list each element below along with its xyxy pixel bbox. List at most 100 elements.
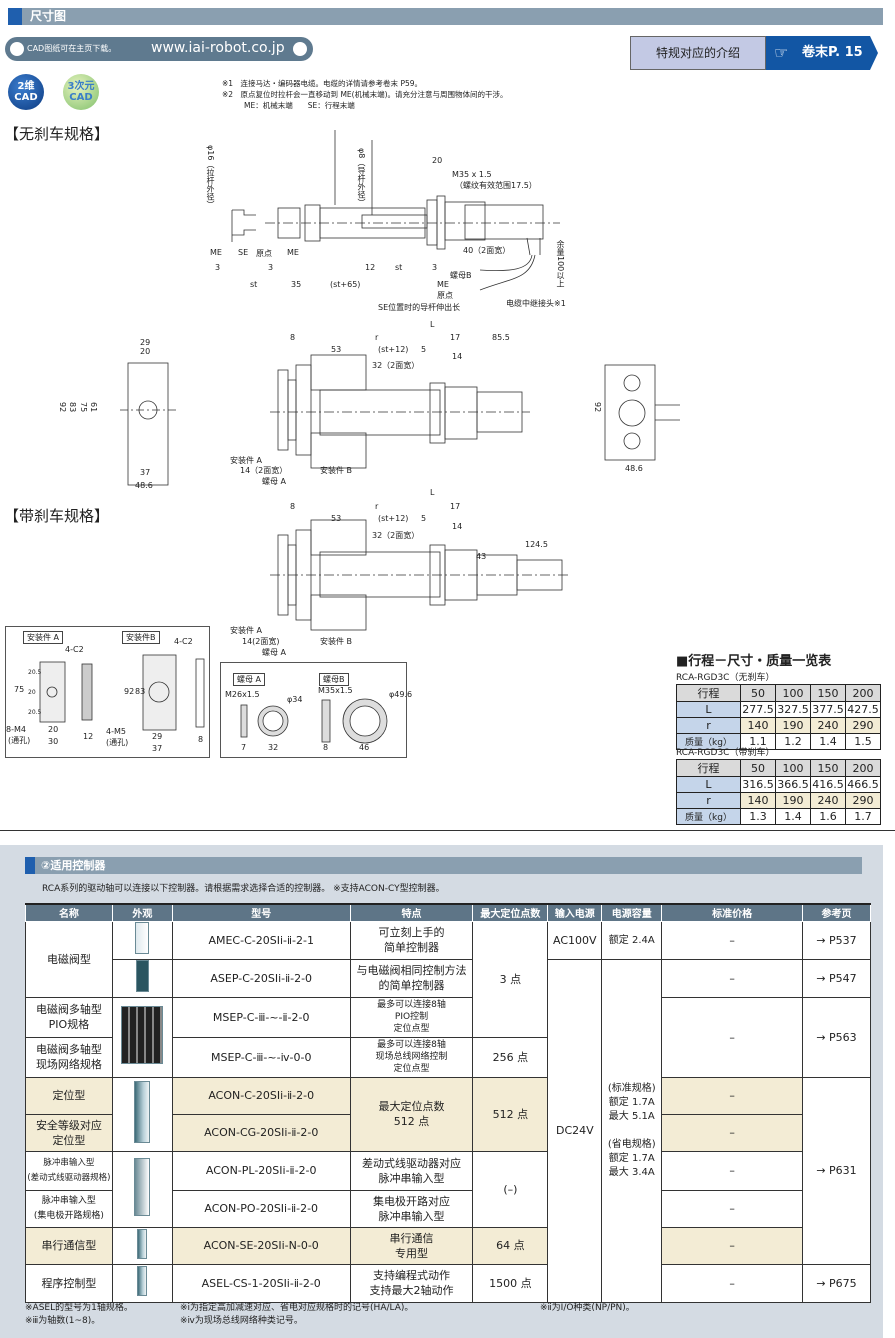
part-label: 安装件 B [320,466,353,475]
dim-label: 92 [58,402,67,413]
model-number: ACON-CG-20SIⅰ-ⅱ-2-0 [171,1113,351,1152]
dim-label: 3 [215,263,221,272]
cell: 190 [775,792,811,809]
model-number: ACON-C-20SIⅰ-ⅱ-2-0 [171,1076,351,1115]
table-row: 电磁阀多轴型 现场网络规格 MSEP-C-ⅲ-~-ⅳ-0-0 最多可以连接8轴 … [25,1036,871,1078]
dim-label: 92 [124,687,135,696]
row-label: r [676,792,741,809]
footnote: ※ⅱ为I/O种类(NP/PN)。 [540,1303,635,1313]
dim-label: st [250,280,258,289]
dim-label: 53 [331,514,342,523]
part-label: 螺母 A [262,648,287,657]
dim-label: 40（2面宽） [463,246,511,255]
note-1: ※1 连接马达・编码器电缆。电缆的详情请参考卷末 P59。 [222,79,423,88]
dim-label: 20.5 [28,709,42,716]
divider [0,830,895,831]
nut-a-tag: 螺母 A [233,673,266,686]
page-ref-link[interactable]: → P675 [802,1263,871,1303]
cell: 200 [845,684,881,702]
pointing-hand-icon: ☞ [774,43,789,62]
page-ref-link[interactable]: → P537 [802,920,871,960]
table-row: 电磁阀型 AMEC-C-20SIⅰ-ⅱ-2-1 可立刻上手的 简单控制器 3 点… [25,920,871,1038]
controller-name: 电磁阀型 [25,920,113,998]
model-number: ASEL-CS-1-20SIⅰ-ⅱ-2-0 [171,1263,351,1303]
product-image [111,1226,173,1265]
col-header: 外观 [111,903,173,922]
nut-details-box: 螺母 A 螺母B M26x1.5 φ34 M35x1.5 φ49.6 7 32 … [220,662,412,758]
page-ref-link[interactable]: → P547 [802,958,871,998]
controller-name: 脉冲串输入型 (差动式线驱动器规格) [25,1150,113,1191]
model-number: MSEP-C-ⅲ-~-ⅳ-0-0 [171,1036,351,1078]
dim-label: 85.5 [492,333,510,342]
cell: 50 [740,759,776,777]
controller-name: 程序控制型 [25,1263,113,1303]
controller-name: 电磁阀多轴型 现场网络规格 [25,1036,113,1078]
product-image [111,958,173,998]
cell: 416.5 [810,776,846,793]
price: – [661,1263,803,1303]
dim-label: 53 [331,345,342,354]
dim-label: r [375,333,379,342]
page-ref-link[interactable]: → P631 [802,1076,871,1265]
model-number: MSEP-C-ⅲ-~-ⅱ-2-0 [171,996,351,1038]
price: – [661,1226,803,1265]
dim-label: 20.5 [28,669,42,676]
dim-label: （螺纹有效范围17.5） [455,181,537,190]
feature: 与电磁阀相同控制方法 的简单控制器 [349,958,474,998]
dim-label: M35 x 1.5 [452,170,492,179]
row-label: 质量（kg） [676,808,741,825]
dim-label: 37 [140,468,151,477]
bullet-icon [293,42,307,56]
cell: 140 [740,717,776,734]
notes: ※1 连接马达・编码器电缆。电缆的详情请参考卷末 P59。 ※2 原点复位时拉杆… [222,78,508,111]
model-number: ASEP-C-20SIⅰ-ⅱ-2-0 [171,958,351,998]
dim-label: (通孔) [8,736,31,745]
table-row: 脉冲串输入型 (集电极开路规格) ACON-PO-20SIⅰ-ⅱ-2-0 集电极… [25,1189,871,1228]
cad-download-banner[interactable]: CAD图纸可在主页下载。 www.iai-robot.co.jp [5,37,313,61]
dim-label: L [430,320,435,329]
price: – [661,958,803,998]
no-brake-heading: 【无刹车规格】 [4,125,110,143]
input-power: DC24V [547,958,603,1303]
bullet-icon [10,42,24,56]
max-points: 512 点 [472,1076,549,1152]
dim-label: 4-C2 [174,637,193,646]
dim-label: 3 [432,263,438,272]
dim-label: 61 [89,402,98,413]
model-number: ACON-SE-20SIⅰ-N-0-0 [171,1226,351,1265]
dim-label: 5 [421,345,427,354]
product-image [111,920,173,960]
page-ref-link[interactable]: 卷末P. 15 [802,45,863,60]
row-label: 行程 [676,759,741,777]
part-label: 安装件 A [230,626,263,635]
cad-2d-icon[interactable]: 2维CAD [8,74,44,110]
website-link[interactable]: www.iai-robot.co.jp [151,40,285,56]
mount-details-box: 安装件 A 安装件B 4-C2 4-C2 75 20.5 20 20.5 92 … [5,626,210,758]
table-row: 程序控制型 ASEL-CS-1-20SIⅰ-ⅱ-2-0 支持编程式动作 支持最大… [25,1263,871,1303]
price: – [661,1076,803,1115]
product-image [111,996,173,1078]
dim-label: M35x1.5 [318,686,353,695]
controller-name: 安全等级对应 定位型 [25,1113,113,1152]
special-spec-link[interactable]: 特规对应的介绍 ☞ 卷末P. 15 [630,36,878,70]
power-capacity: 额定 2.4A [601,920,663,960]
product-image [111,1263,173,1303]
feature: 支持编程式动作 支持最大2轴动作 [349,1263,474,1303]
col-header: 输入电源 [547,903,603,922]
price: – [661,1113,803,1152]
dim-label: 原点 [437,291,453,300]
feature: 串行通信 专用型 [349,1226,474,1265]
cad-3d-icon[interactable]: 3次元CAD [63,74,99,110]
price: – [661,996,803,1078]
dim-label: 4-M5 [106,727,126,736]
dim-label: 92 [593,402,602,413]
cell: 150 [810,759,846,777]
brake-drawing [270,519,570,631]
page-ref-link[interactable]: → P563 [802,996,871,1078]
table-caption: RCA-RGD3C（无刹车） [676,673,775,683]
dim-label: 46 [359,743,370,752]
dim-label: 32（2面宽） [372,531,420,540]
dim-label: 29 [152,732,163,741]
dim-label: 32 [268,743,279,752]
price: – [661,920,803,960]
